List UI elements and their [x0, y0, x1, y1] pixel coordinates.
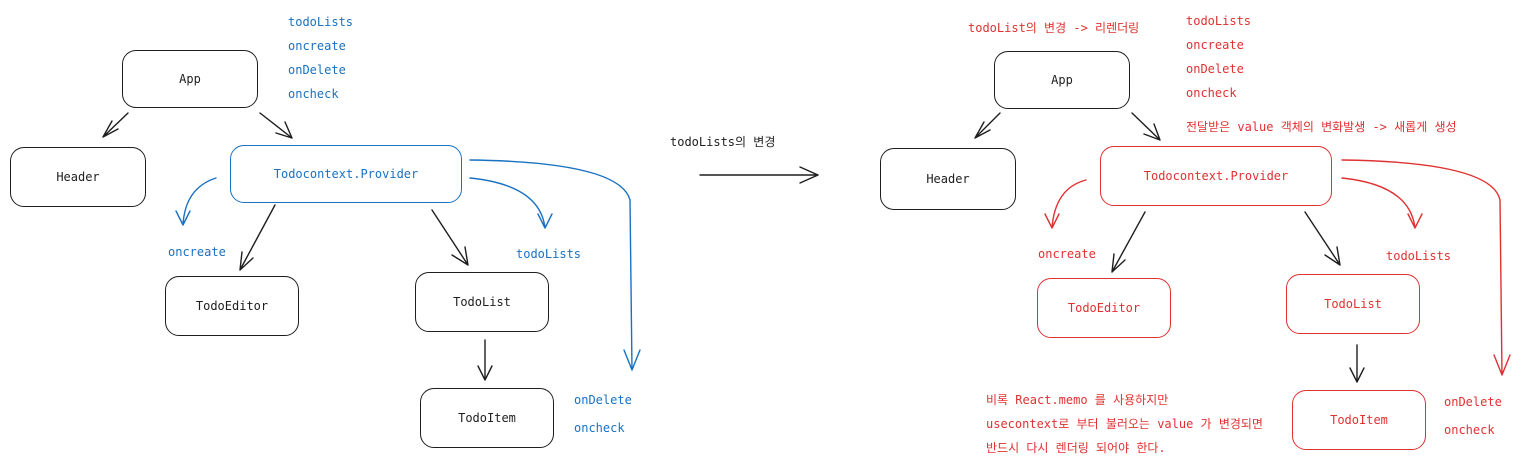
- arrow-provider-to-list: [431, 209, 469, 266]
- value-labels: todoLists oncreate onDelete oncheck: [288, 10, 353, 106]
- todolists-label: todoLists: [1386, 249, 1452, 263]
- value-label: oncreate: [288, 39, 346, 53]
- todolists-label: todoLists: [516, 247, 582, 261]
- memo-note-line: 반드시 다시 렌더링 되어야 한다.: [986, 441, 1166, 455]
- value-note: 전달받은 value 객체의 변화발생 -> 새롭게 생성: [1186, 120, 1457, 134]
- app-node: App: [994, 51, 1130, 109]
- todolist-node: TodoList: [1286, 274, 1420, 334]
- item-label: onDelete: [574, 393, 632, 407]
- arrow-provider-ondelete: [469, 159, 641, 371]
- arrow-r-provider-to-editor: [1111, 211, 1146, 273]
- value-label: oncheck: [1186, 86, 1237, 100]
- arrow-list-to-item: [477, 339, 493, 381]
- oncreate-label: oncreate: [1038, 247, 1096, 261]
- arrow-r-provider-todolists: [1341, 177, 1423, 229]
- arrow-r-provider-to-list: [1304, 211, 1341, 266]
- todolist-node: TodoList: [415, 272, 549, 332]
- todoeditor-node: TodoEditor: [165, 276, 299, 336]
- arrow-app-to-header: [102, 112, 129, 138]
- arrow-r-provider-ondelete: [1341, 159, 1511, 376]
- app-node: App: [122, 50, 258, 108]
- todoeditor-node: TodoEditor: [1037, 278, 1171, 338]
- todoitem-node: TodoItem: [1292, 390, 1426, 450]
- value-label: todoLists: [288, 15, 354, 29]
- oncreate-label: oncreate: [168, 245, 226, 259]
- value-label: oncheck: [288, 87, 339, 101]
- rerender-note: todoList의 변경 -> 리렌더링: [968, 21, 1140, 35]
- arrow-provider-todolists: [469, 177, 553, 229]
- arrow-provider-oncreate: [175, 177, 217, 226]
- provider-node: Todocontext.Provider: [1100, 146, 1332, 206]
- value-labels: todoLists oncreate onDelete oncheck: [1186, 9, 1251, 105]
- item-label: oncheck: [1444, 423, 1495, 437]
- provider-node: Todocontext.Provider: [230, 145, 462, 203]
- item-labels: onDelete oncheck: [1444, 388, 1502, 444]
- value-label: oncreate: [1186, 38, 1244, 52]
- item-label: onDelete: [1444, 395, 1502, 409]
- transition-label: todoLists의 변경: [670, 135, 776, 149]
- todoitem-node: TodoItem: [420, 388, 554, 448]
- item-label: oncheck: [574, 421, 625, 435]
- arrow-r-provider-oncreate: [1044, 179, 1087, 229]
- header-node: Header: [10, 147, 146, 207]
- memo-note: 비록 React.memo 를 사용하지만 usecontext로 부터 불러오…: [986, 388, 1263, 460]
- transition-arrow: [699, 166, 819, 184]
- arrow-r-app-to-provider: [1131, 112, 1161, 141]
- value-label: onDelete: [288, 63, 346, 77]
- memo-note-line: usecontext로 부터 불러오는 value 가 변경되면: [986, 417, 1263, 431]
- value-label: onDelete: [1186, 62, 1244, 76]
- memo-note-line: 비록 React.memo 를 사용하지만: [986, 393, 1169, 407]
- value-label: todoLists: [1186, 14, 1252, 28]
- arrow-app-to-provider: [259, 112, 293, 139]
- arrow-provider-to-editor: [239, 204, 276, 271]
- arrow-r-app-to-header: [974, 112, 1001, 139]
- header-node: Header: [880, 148, 1016, 210]
- arrow-r-list-to-item: [1349, 344, 1365, 383]
- item-labels: onDelete oncheck: [574, 386, 632, 442]
